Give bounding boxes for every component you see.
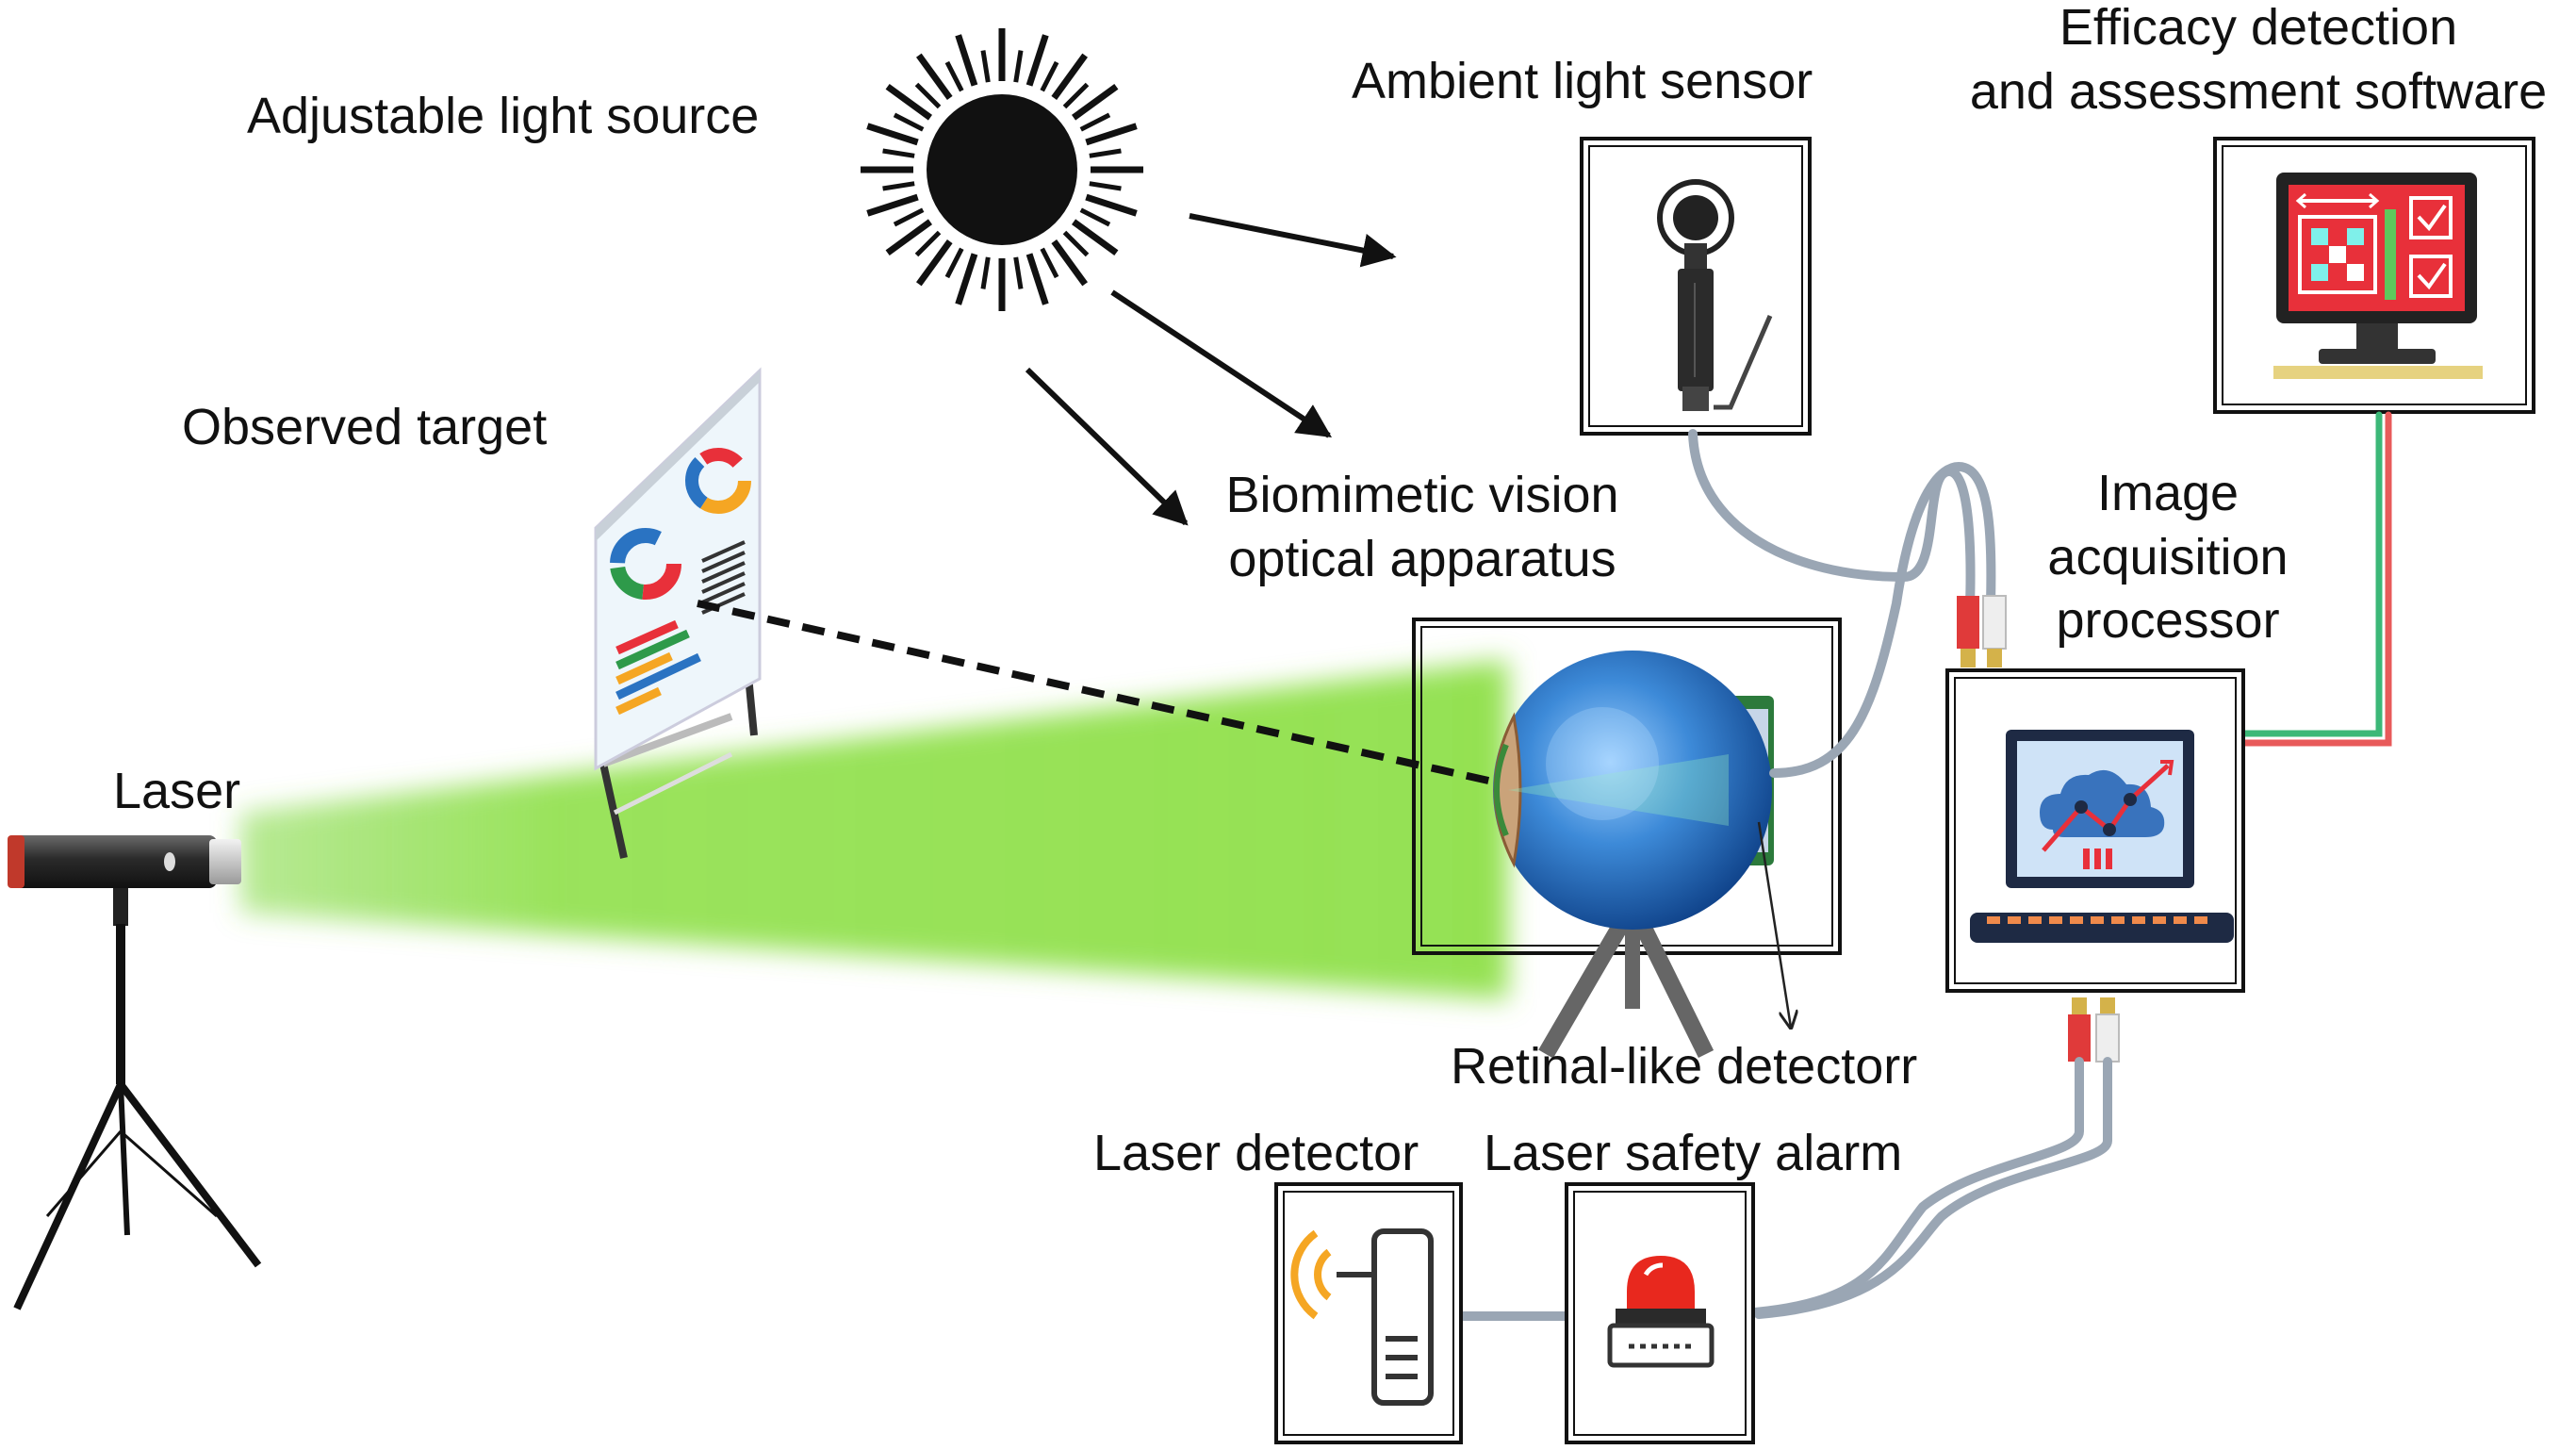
sun-ray <box>914 82 942 109</box>
sun-ray <box>944 60 964 92</box>
sun-ray <box>1079 207 1111 227</box>
sun-ray <box>1071 84 1119 121</box>
sun-ray <box>1013 50 1024 83</box>
sun-ray <box>955 253 978 305</box>
cables <box>1454 411 2392 1321</box>
laser-beam <box>240 660 1508 999</box>
sun-ray <box>1089 181 1122 191</box>
keyboard-key <box>2070 916 2083 924</box>
keyboard-key <box>2132 916 2145 924</box>
label-laser-safety-alarm: Laser safety alarm <box>1484 1125 1903 1181</box>
label-adjustable-light-source: Adjustable light source <box>247 88 760 144</box>
keyboard-key <box>2049 916 2062 924</box>
sun-ray <box>885 219 933 255</box>
monitor-software-icon <box>2273 173 2483 379</box>
keyboard-key <box>1987 916 2000 924</box>
label-biomimetic-line1: Biomimetic vision <box>1225 467 1619 523</box>
sun-ray <box>1025 34 1049 87</box>
sun-ray <box>893 207 925 227</box>
keyboard-key <box>2153 916 2166 924</box>
sun-ray <box>1062 230 1090 257</box>
label-image-line2: acquisition <box>2047 528 2289 585</box>
wireless-detector-icon <box>1290 1228 1434 1406</box>
retinal-pointer-arrow <box>1757 821 1791 1028</box>
keyboard-key <box>2194 916 2207 924</box>
keyboard-key <box>2028 916 2042 924</box>
label-biomimetic-apparatus: Biomimetic vision optical apparatus <box>1190 464 1655 591</box>
sun-ray <box>1051 239 1088 287</box>
sun-ray <box>1062 82 1090 109</box>
siren-alarm-icon <box>1607 1256 1715 1368</box>
label-image-acquisition-processor: Image acquisition processor <box>2008 462 2328 653</box>
light-arrows <box>1025 213 1397 526</box>
sun-ray <box>944 247 964 279</box>
sun-ray <box>1040 247 1059 279</box>
sun-ray <box>1085 123 1138 146</box>
label-image-line3: processor <box>2056 592 2280 649</box>
sun-ray <box>1071 219 1119 255</box>
keyboard-key <box>2091 916 2104 924</box>
sun-ray <box>893 112 925 132</box>
sun-ray <box>1051 53 1088 101</box>
keyboard-key <box>2008 916 2021 924</box>
line-of-sight <box>697 600 1498 786</box>
sun-ray <box>1089 148 1122 158</box>
label-observed-target: Observed target <box>182 399 548 455</box>
laptop-chart-icon <box>1970 730 2234 943</box>
sun-ray <box>916 239 953 287</box>
label-laser-detector: Laser detector <box>1093 1125 1419 1181</box>
whiteboard-chart-icon <box>594 367 762 859</box>
sun-disk <box>927 94 1077 245</box>
sun-ray <box>955 34 978 87</box>
ambient-light-sensor-icon <box>1657 179 1773 411</box>
laser-on-tripod-icon <box>8 835 262 1310</box>
sun-ray <box>866 193 919 217</box>
keyboard-key <box>2111 916 2125 924</box>
sun-ray <box>980 50 991 83</box>
sun-ray <box>882 148 915 158</box>
label-laser: Laser <box>113 763 241 819</box>
sun-ray <box>916 53 953 101</box>
label-efficacy-software: Efficacy detection and assessment softwa… <box>1944 0 2573 124</box>
sun-ray <box>1013 256 1024 289</box>
sun-ray <box>1040 60 1059 92</box>
label-efficacy-line1: Efficacy detection <box>2059 0 2458 56</box>
sun-ray <box>882 181 915 191</box>
keyboard-key <box>2174 916 2187 924</box>
label-retinal-detector: Retinal-like detectorr <box>1451 1038 1918 1095</box>
sun-ray <box>1085 193 1138 217</box>
label-biomimetic-line2: optical apparatus <box>1228 530 1616 587</box>
sun-ray <box>866 123 919 146</box>
sun-ray <box>1079 112 1111 132</box>
sun-ray <box>885 84 933 121</box>
label-ambient-light-sensor: Ambient light sensor <box>1352 53 1813 109</box>
label-image-line1: Image <box>2096 465 2240 521</box>
sun-icon <box>861 28 1143 311</box>
sun-ray <box>914 230 942 257</box>
sun-ray <box>1025 253 1049 305</box>
label-efficacy-line2: and assessment software <box>1969 62 2548 120</box>
sun-ray <box>980 256 991 289</box>
biomimetic-eye-icon <box>1493 651 1774 1059</box>
keyboard-keys <box>1987 916 2207 924</box>
